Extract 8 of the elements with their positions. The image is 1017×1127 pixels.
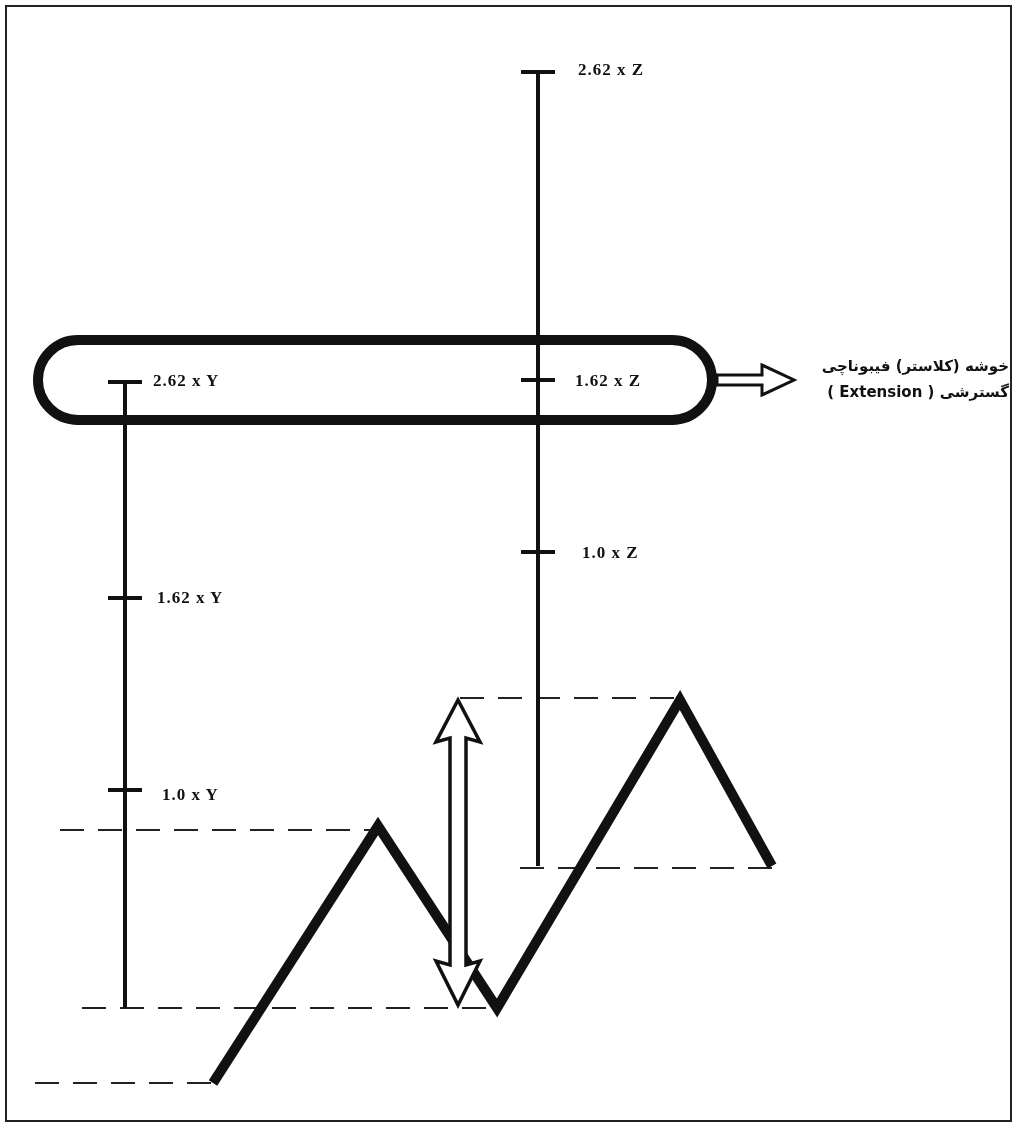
hollow-arrow — [715, 362, 798, 398]
level-label: 2.62 x Z — [578, 60, 645, 80]
level-label: 1.62 x Z — [575, 371, 642, 391]
cluster-caption: خوشه (کلاستر) فیبوناچی گسترشی ( Extension ) — [820, 356, 1009, 403]
level-label: 1.0 x Z — [582, 543, 639, 563]
level-label: 1.62 x Y — [157, 588, 224, 608]
level-label: 2.62 x Y — [153, 371, 220, 391]
level-label: 1.0 x Y — [162, 785, 219, 805]
